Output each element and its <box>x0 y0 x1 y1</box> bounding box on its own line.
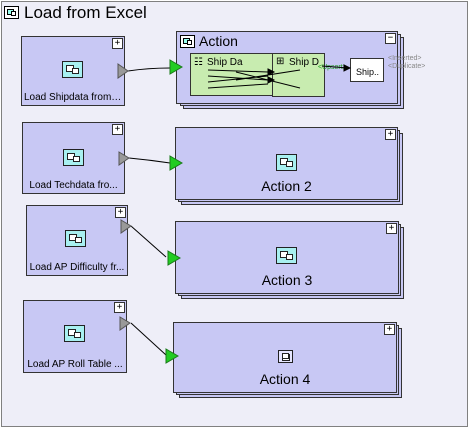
collapse-toggle[interactable]: − <box>385 33 396 44</box>
source-node-ap-difficulty[interactable]: + Load AP Difficulty fr... <box>26 205 128 276</box>
container-icon <box>4 6 19 19</box>
inner-node-ship-output[interactable]: Ship.. <box>350 58 384 82</box>
action-node-4[interactable]: + Action 4 <box>173 322 397 393</box>
transform-icon <box>65 230 86 247</box>
duplicate-port-label: <Duplicate> <box>388 63 426 70</box>
inner-node-label: Ship D <box>289 57 320 68</box>
action-node-3[interactable]: + Action 3 <box>175 221 399 294</box>
input-ports[interactable] <box>165 59 183 364</box>
source-node-techdata[interactable]: + Load Techdata fro... <box>22 122 125 194</box>
expand-toggle[interactable]: + <box>112 124 123 135</box>
action-title: Action <box>199 33 238 49</box>
inner-node-label: Ship.. <box>356 67 380 77</box>
table-icon: ⊞ <box>276 56 285 67</box>
action-node-2[interactable]: + Action 2 <box>175 127 398 200</box>
list-icon: ☷ <box>194 57 203 68</box>
inner-connectors <box>207 64 352 89</box>
source-node-ap-roll-table[interactable]: + Load AP Roll Table ... <box>23 300 127 373</box>
expand-toggle[interactable]: + <box>385 129 396 140</box>
action-title: Action 4 <box>259 371 311 387</box>
upsert-port-label: <Upsert> <box>318 64 347 71</box>
container-icon <box>180 35 195 48</box>
inner-node-ship-data[interactable]: ☷ Ship Da <box>190 53 278 96</box>
transform-icon <box>64 325 85 342</box>
expand-toggle[interactable]: + <box>114 302 125 313</box>
transform-icon <box>276 247 297 264</box>
outer-connectors <box>127 67 171 356</box>
expand-toggle[interactable]: + <box>384 324 395 335</box>
transform-icon <box>276 154 297 171</box>
inner-node-ship-d[interactable]: ⊞ Ship D <box>272 53 325 97</box>
container-icon <box>278 350 293 363</box>
inserted-port-label: <Inserted> <box>388 55 422 62</box>
action-title: Action 2 <box>261 178 312 194</box>
transform-icon <box>62 61 83 78</box>
root-title: Load from Excel <box>24 3 147 22</box>
transform-icon <box>63 149 84 166</box>
inner-node-label: Ship Da <box>207 57 243 68</box>
action-title: Action 3 <box>261 272 313 288</box>
expand-toggle[interactable]: + <box>386 223 397 234</box>
source-node-shipdata[interactable]: + Load Shipdata from ... <box>21 36 125 106</box>
output-ports[interactable] <box>117 63 132 331</box>
expand-toggle[interactable]: + <box>112 38 123 49</box>
expand-toggle[interactable]: + <box>115 207 126 218</box>
